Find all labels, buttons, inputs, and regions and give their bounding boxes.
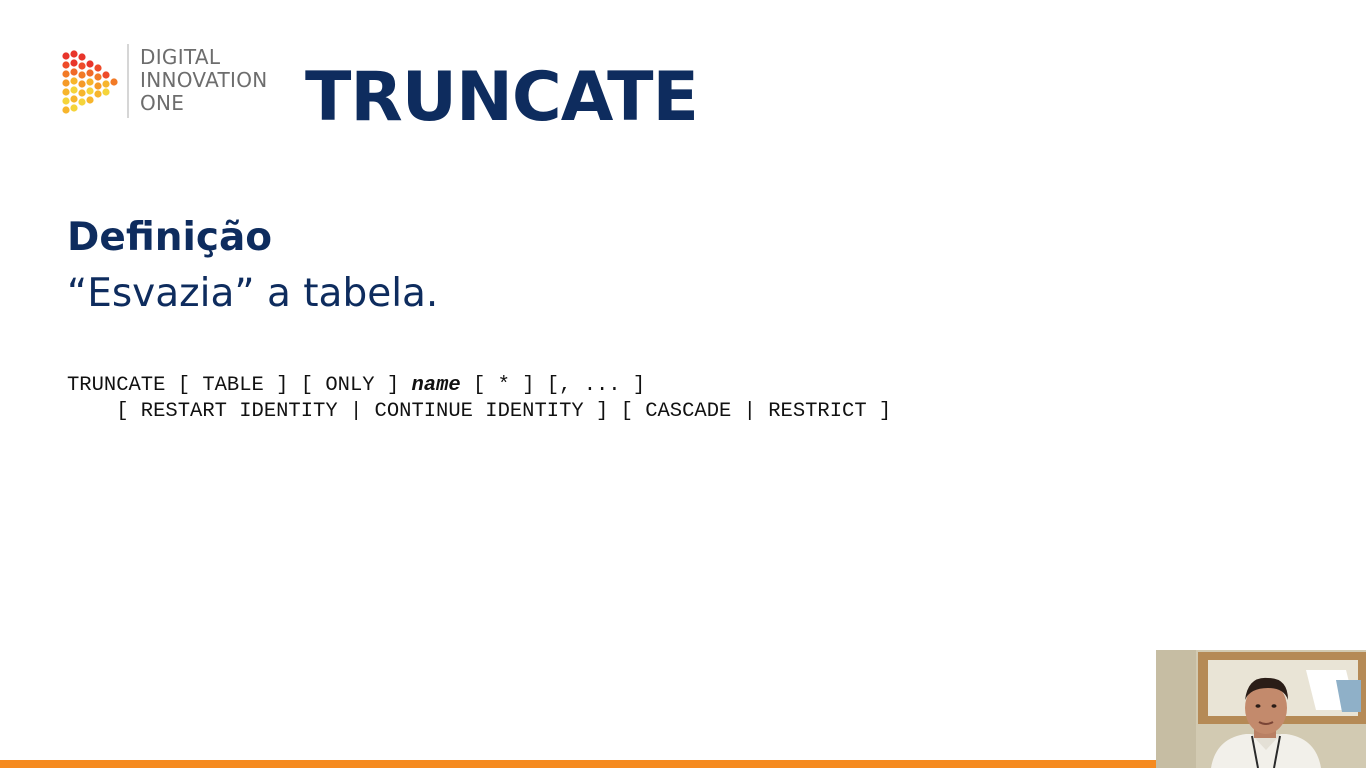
- sql-syntax-block: TRUNCATE [ TABLE ] [ ONLY ] name [ * ] […: [67, 373, 891, 425]
- syntax-name-placeholder: name: [411, 374, 461, 397]
- definition-text: “Esvazia” a tabela.: [67, 271, 439, 316]
- digital-innovation-one-logo: DIGITAL INNOVATION ONE: [60, 44, 290, 118]
- logo-line-digital: DIGITAL: [140, 45, 221, 69]
- logo-dots-icon: [62, 50, 118, 114]
- presenter-webcam-overlay: [1156, 650, 1366, 768]
- logo-divider: [127, 44, 129, 118]
- definition-heading: Definição: [67, 215, 273, 260]
- orange-accent-bar: [0, 760, 1160, 768]
- logo-line-innovation: INNOVATION: [140, 68, 268, 92]
- syntax-line1-post: [ * ] [, ... ]: [460, 374, 646, 397]
- syntax-line2: [ RESTART IDENTITY | CONTINUE IDENTITY ]…: [67, 400, 892, 423]
- logo-line-one: ONE: [140, 91, 185, 115]
- logo-wordmark: DIGITAL INNOVATION ONE: [140, 46, 268, 115]
- presenter-video-icon: [1156, 650, 1366, 768]
- syntax-line1-pre: TRUNCATE [ TABLE ] [ ONLY ]: [67, 374, 412, 397]
- slide-title: TRUNCATE: [305, 58, 699, 137]
